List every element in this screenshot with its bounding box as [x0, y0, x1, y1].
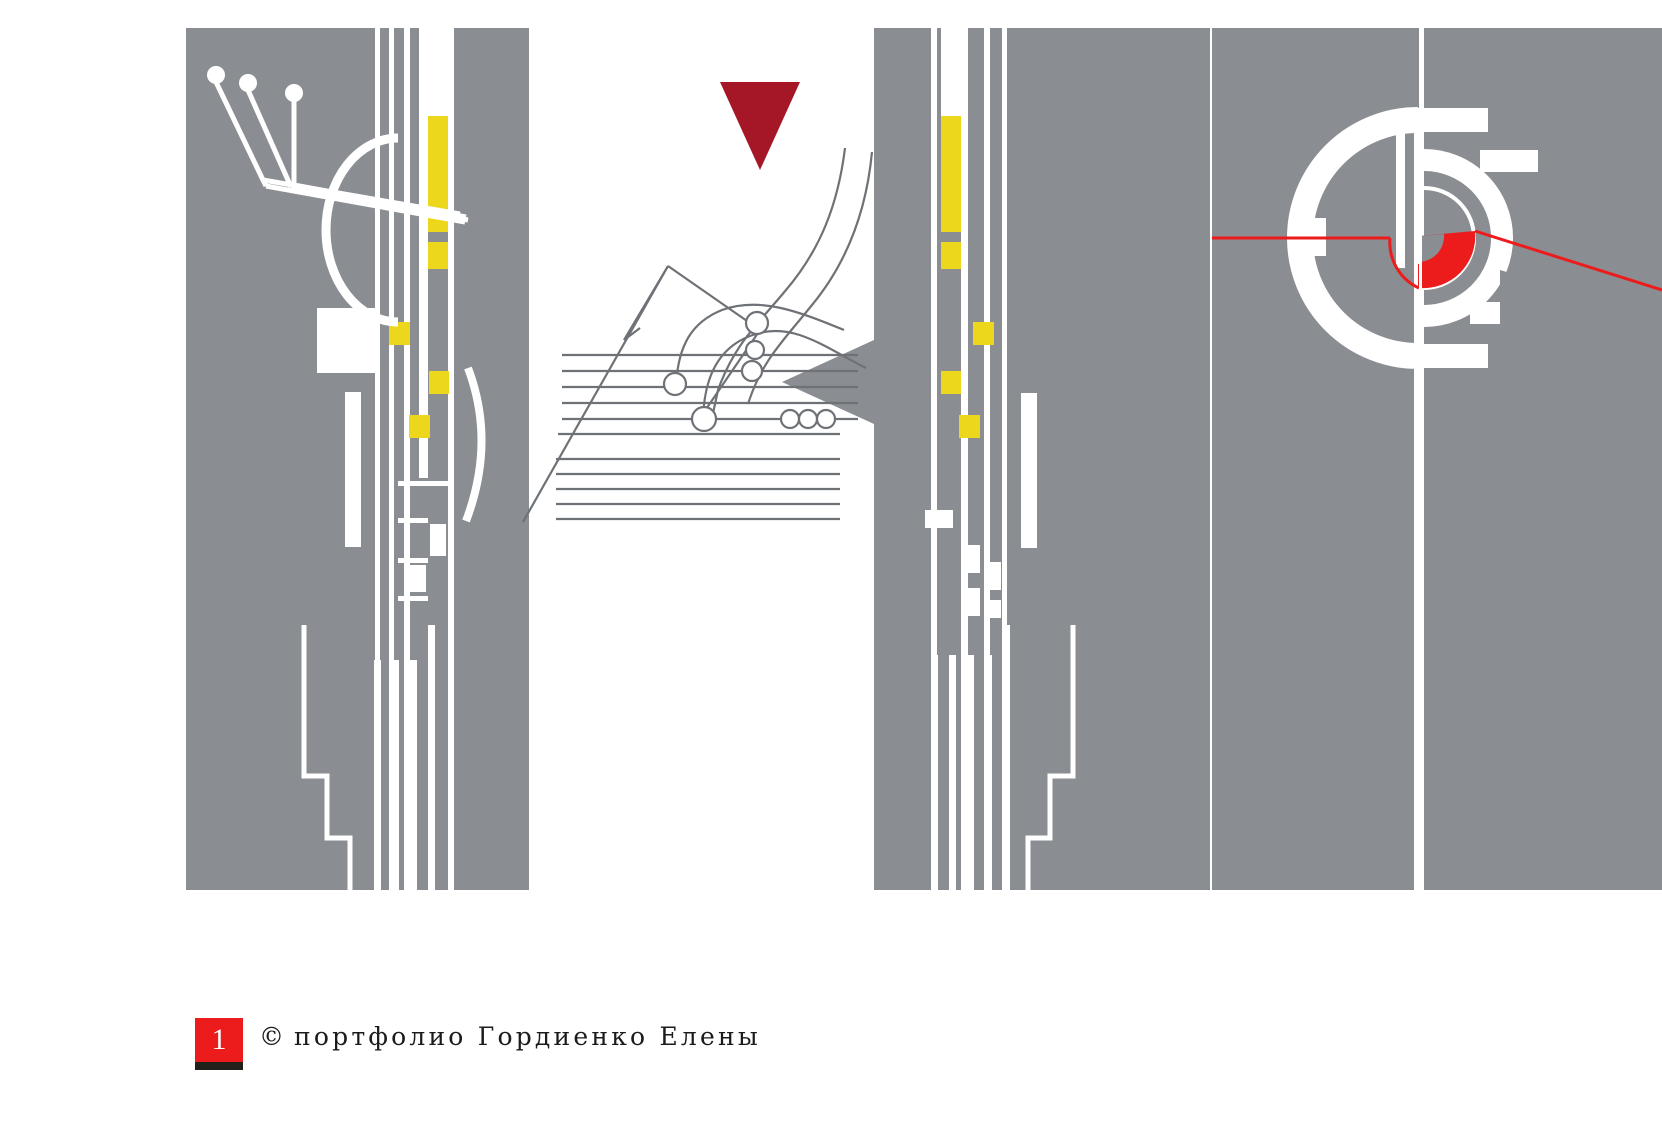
right-lower-stripe-2 — [949, 655, 956, 890]
staircase-outline — [301, 625, 353, 890]
lower-stripe-1 — [374, 660, 381, 890]
emblem-notch-left-lower — [1300, 236, 1326, 256]
right-window-block — [985, 600, 1001, 618]
left-stripe-3 — [404, 28, 410, 890]
red-triangle-marker — [720, 82, 800, 170]
right-window-block — [964, 588, 980, 616]
right-white-block-tall — [1021, 393, 1037, 548]
footer: 1 © портфолио Гордиенко Елены — [195, 1018, 761, 1078]
emblem-gray-mask — [1500, 270, 1662, 380]
right-window-block — [985, 562, 1001, 590]
paren-arc — [462, 366, 486, 523]
kite-edge-lower — [623, 327, 641, 341]
right-stripe-3 — [984, 28, 990, 890]
s-curve-2 — [746, 151, 874, 405]
yellow-block — [973, 322, 994, 345]
left-stripe-1 — [375, 28, 380, 890]
connector-node — [744, 310, 770, 336]
lower-stripe-4 — [428, 625, 435, 890]
node-circle — [239, 74, 257, 92]
node-circle — [207, 66, 225, 84]
badge-fill — [195, 1018, 243, 1062]
tick-bar — [398, 596, 428, 601]
composition-svg — [186, 28, 1662, 890]
node-circle — [285, 84, 303, 102]
kite-outline — [667, 265, 762, 419]
emblem-red-inner-cut — [1419, 234, 1445, 262]
emblem-spine-inner — [1396, 118, 1405, 268]
stem-line-2 — [245, 88, 294, 189]
connector-node — [740, 359, 764, 383]
center-right-gray-panel — [874, 28, 1210, 890]
red-guide-arc — [1388, 237, 1420, 290]
yellow-block — [941, 371, 961, 394]
white-block-tall — [345, 392, 361, 547]
connector-node — [744, 339, 766, 361]
connector-node — [690, 405, 718, 433]
connector-node — [797, 408, 819, 430]
yellow-block — [389, 322, 410, 345]
middle-diagram-group — [522, 82, 874, 523]
window-block — [430, 524, 446, 556]
s-curve-3 — [674, 303, 845, 387]
right-lower-stripe-4 — [985, 655, 992, 890]
tick-bar — [398, 558, 428, 563]
panel-separator-1 — [1419, 28, 1422, 890]
emblem-notch-left-upper — [1300, 218, 1326, 238]
emblem-inner-notch — [1480, 150, 1538, 172]
yellow-block — [409, 415, 430, 438]
badge-number: 1 — [211, 1023, 227, 1056]
connector-node — [662, 371, 688, 397]
white-block-square — [317, 308, 375, 373]
right-lower-stripe-3 — [967, 655, 974, 890]
left-stripe-4 — [419, 28, 428, 478]
copyright-line: © портфолио Гордиенко Елены — [259, 1022, 761, 1051]
right-white-column — [941, 28, 961, 118]
lower-stripe-3 — [410, 660, 417, 890]
left-stripe-5 — [448, 28, 454, 890]
right-stripe-4 — [1002, 28, 1007, 890]
s-curve-1 — [710, 147, 847, 419]
artwork-canvas — [186, 28, 1662, 890]
copyright-icon: © — [259, 1022, 284, 1051]
lower-stripe-2 — [392, 660, 399, 890]
emblem-spine — [1414, 110, 1423, 890]
left-stripe-2 — [389, 28, 394, 890]
diagonal-link-4 — [293, 182, 467, 220]
right-stripe-2 — [961, 28, 968, 890]
right-staircase-outline — [1025, 625, 1076, 890]
yellow-block — [941, 242, 961, 269]
kite-edge — [623, 265, 669, 341]
connector-node — [779, 408, 801, 430]
right-lower-stripe-1 — [931, 655, 938, 890]
yellow-block — [428, 116, 448, 232]
left-white-column — [428, 28, 448, 118]
diagonal-link-3 — [290, 184, 469, 223]
left-panel-group — [186, 28, 529, 890]
red-guide-tail — [1474, 229, 1662, 292]
right-stripe-1 — [931, 28, 937, 890]
diagonal-link-2 — [265, 183, 466, 225]
tick-bar — [398, 481, 454, 486]
yellow-block — [429, 371, 449, 394]
center-right-panel-group — [874, 28, 1210, 890]
window-block — [410, 565, 426, 592]
yellow-block — [959, 415, 980, 438]
right-tick-bar — [925, 510, 953, 528]
right-lower-stripe-5 — [1003, 625, 1010, 890]
right-window-block — [964, 545, 980, 573]
credit-text: портфолио Гордиенко Елены — [294, 1022, 761, 1051]
rail-group-lower — [556, 457, 840, 521]
far-right-panel-group — [1212, 28, 1662, 890]
page-number-badge: 1 — [195, 1018, 243, 1070]
yellow-block — [941, 116, 961, 232]
connector-node — [815, 408, 837, 430]
yellow-block — [428, 242, 448, 269]
tick-bar — [398, 518, 428, 523]
badge-underline — [195, 1062, 243, 1070]
